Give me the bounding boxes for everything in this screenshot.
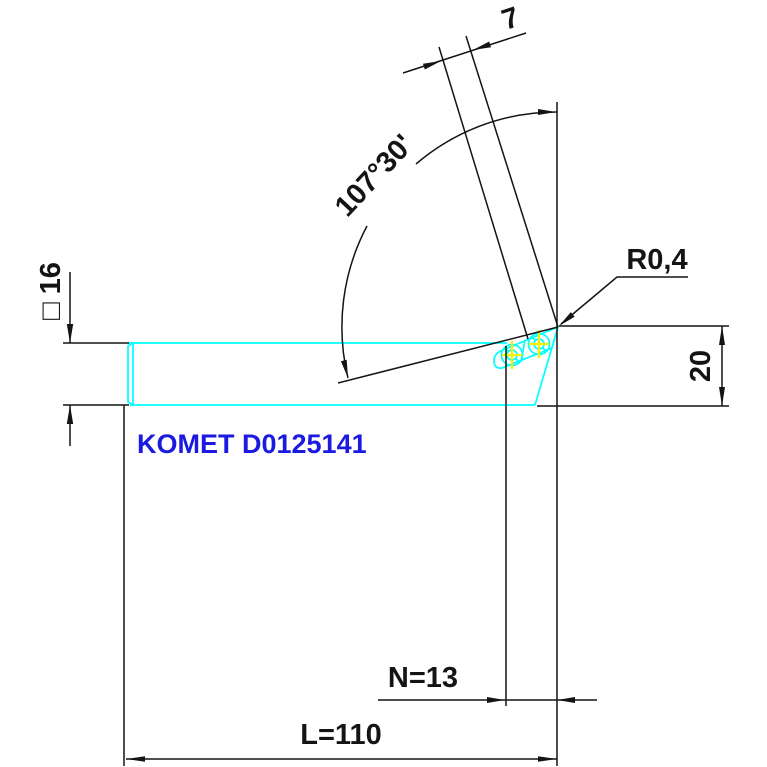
head-angle-label: 107°30' [329,129,420,223]
head-shank-left-line [438,46,529,340]
overall-length-label: L=110 [300,719,381,751]
arrowhead [559,312,575,326]
arrowhead [538,756,557,762]
tool-geometry [127,325,560,406]
arrowhead [126,756,145,762]
arrowhead [538,109,556,115]
arrowhead [473,41,491,50]
clamp-screw-2 [527,330,551,358]
insert-width-label: 7 [498,1,523,36]
angle-leg-line [337,326,559,384]
arrowhead [340,359,348,378]
arrowhead [66,405,74,424]
shank-square-label: □ 16 [35,262,67,320]
radius-leader-line [560,276,688,325]
arrowhead [487,697,505,703]
angle-arc-upper [415,111,558,165]
arrowhead [719,326,725,345]
clamp-screw-1 [500,341,524,369]
arrowhead [66,324,74,343]
shank-left-end-chamfer [127,342,134,406]
screw-slot-mark [530,335,536,341]
arrowhead [719,387,725,406]
dimensioning [63,32,729,766]
part-number-label: KOMET D0125141 [137,429,367,459]
nose-radius-label: R0,4 [626,244,687,276]
screw-slot-mark [542,347,548,353]
arrowhead [557,697,575,703]
nose-offset-label: N=13 [388,662,458,694]
head-shank-right-line [465,35,559,328]
insert-cartridge-outline [493,325,560,369]
angle-arc-lower [341,225,368,379]
dimension-line-7 [402,32,527,74]
screw-slot-mark [515,358,521,364]
arrowhead [423,61,441,70]
tip-height-label: 20 [685,350,717,382]
